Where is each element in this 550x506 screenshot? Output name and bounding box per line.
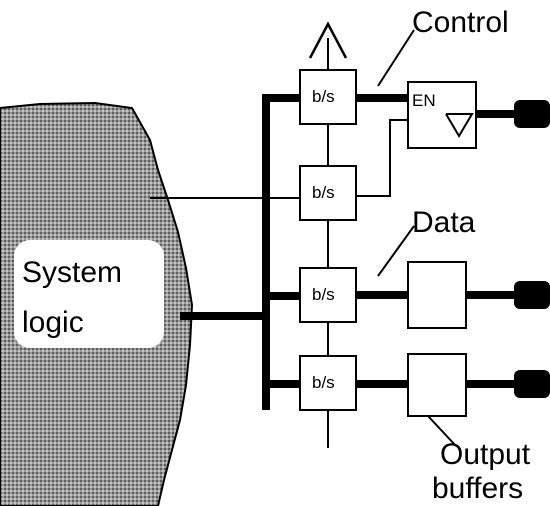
bs-label-2: b/s <box>312 183 335 202</box>
data-label: Data <box>412 206 476 239</box>
system-logic-line1: System <box>22 256 123 289</box>
bs-cell-2 <box>299 165 357 221</box>
bs-label-3: b/s <box>312 285 335 304</box>
en-triangle <box>445 113 474 138</box>
bs-label-4: b/s <box>312 373 335 392</box>
bs-label-1: b/s <box>312 87 335 106</box>
pin-3 <box>514 370 550 398</box>
pin-2 <box>514 281 550 309</box>
output-buffers-leader <box>427 415 457 447</box>
scan-out-arrow <box>308 21 348 59</box>
output-label-line2: buffers <box>432 472 524 505</box>
output-buffer-1 <box>407 261 467 329</box>
pin-1 <box>514 100 550 128</box>
bs-cell-1 <box>299 69 357 125</box>
output-buffer-2 <box>407 353 467 417</box>
data-leader <box>377 225 415 277</box>
control-leader <box>377 29 415 87</box>
control-label: Control <box>412 6 509 39</box>
system-logic-line2: logic <box>22 306 84 339</box>
enable-wire <box>356 119 408 197</box>
system-logic-box <box>14 240 164 348</box>
en-label: EN <box>412 91 436 110</box>
output-label-line1: Output <box>440 438 531 471</box>
